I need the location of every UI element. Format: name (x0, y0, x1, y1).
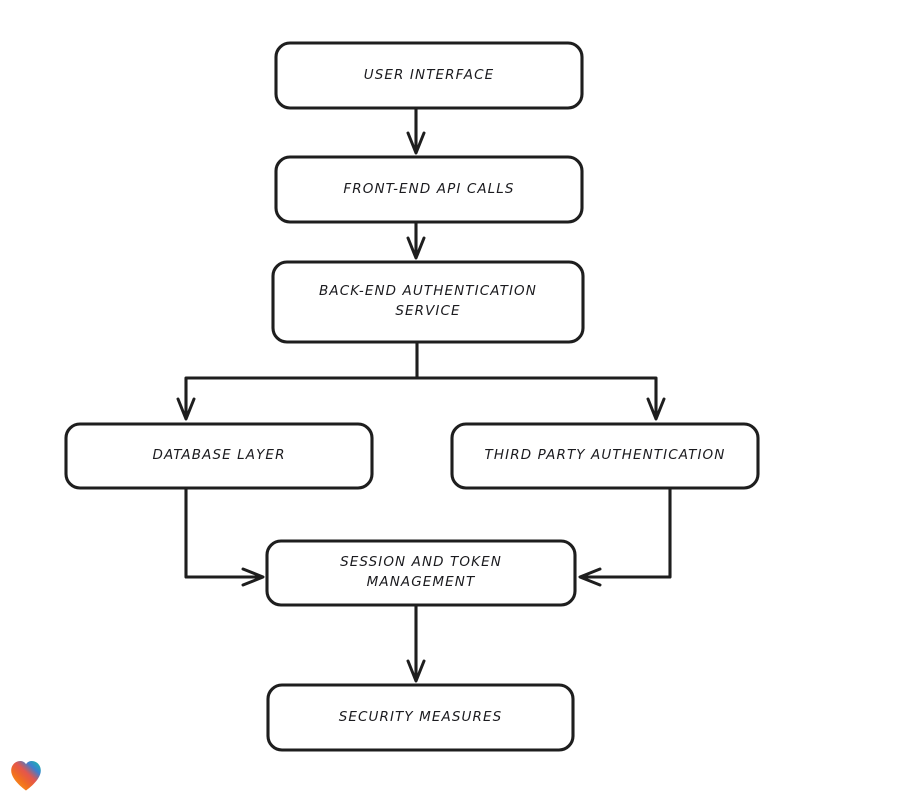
node-database-layer[interactable] (64, 422, 374, 490)
edge-backend-to-database (176, 340, 419, 421)
node-security-measures[interactable] (266, 683, 575, 752)
node-third-party-authentication[interactable] (450, 422, 760, 490)
node-session-and-token-management[interactable] (265, 539, 577, 607)
edge-ui-to-api (406, 106, 426, 155)
node-frontend-api-calls[interactable] (274, 155, 584, 224)
edge-session-to-security (406, 603, 426, 683)
heart-icon (11, 761, 41, 791)
edge-api-to-backend (406, 220, 426, 260)
edge-thirdparty-to-session (578, 486, 672, 587)
node-user-interface[interactable] (274, 41, 584, 110)
node-backend-authentication-service[interactable] (271, 260, 585, 344)
edge-database-to-session (184, 486, 265, 587)
edge-backend-to-thirdparty (415, 376, 666, 421)
